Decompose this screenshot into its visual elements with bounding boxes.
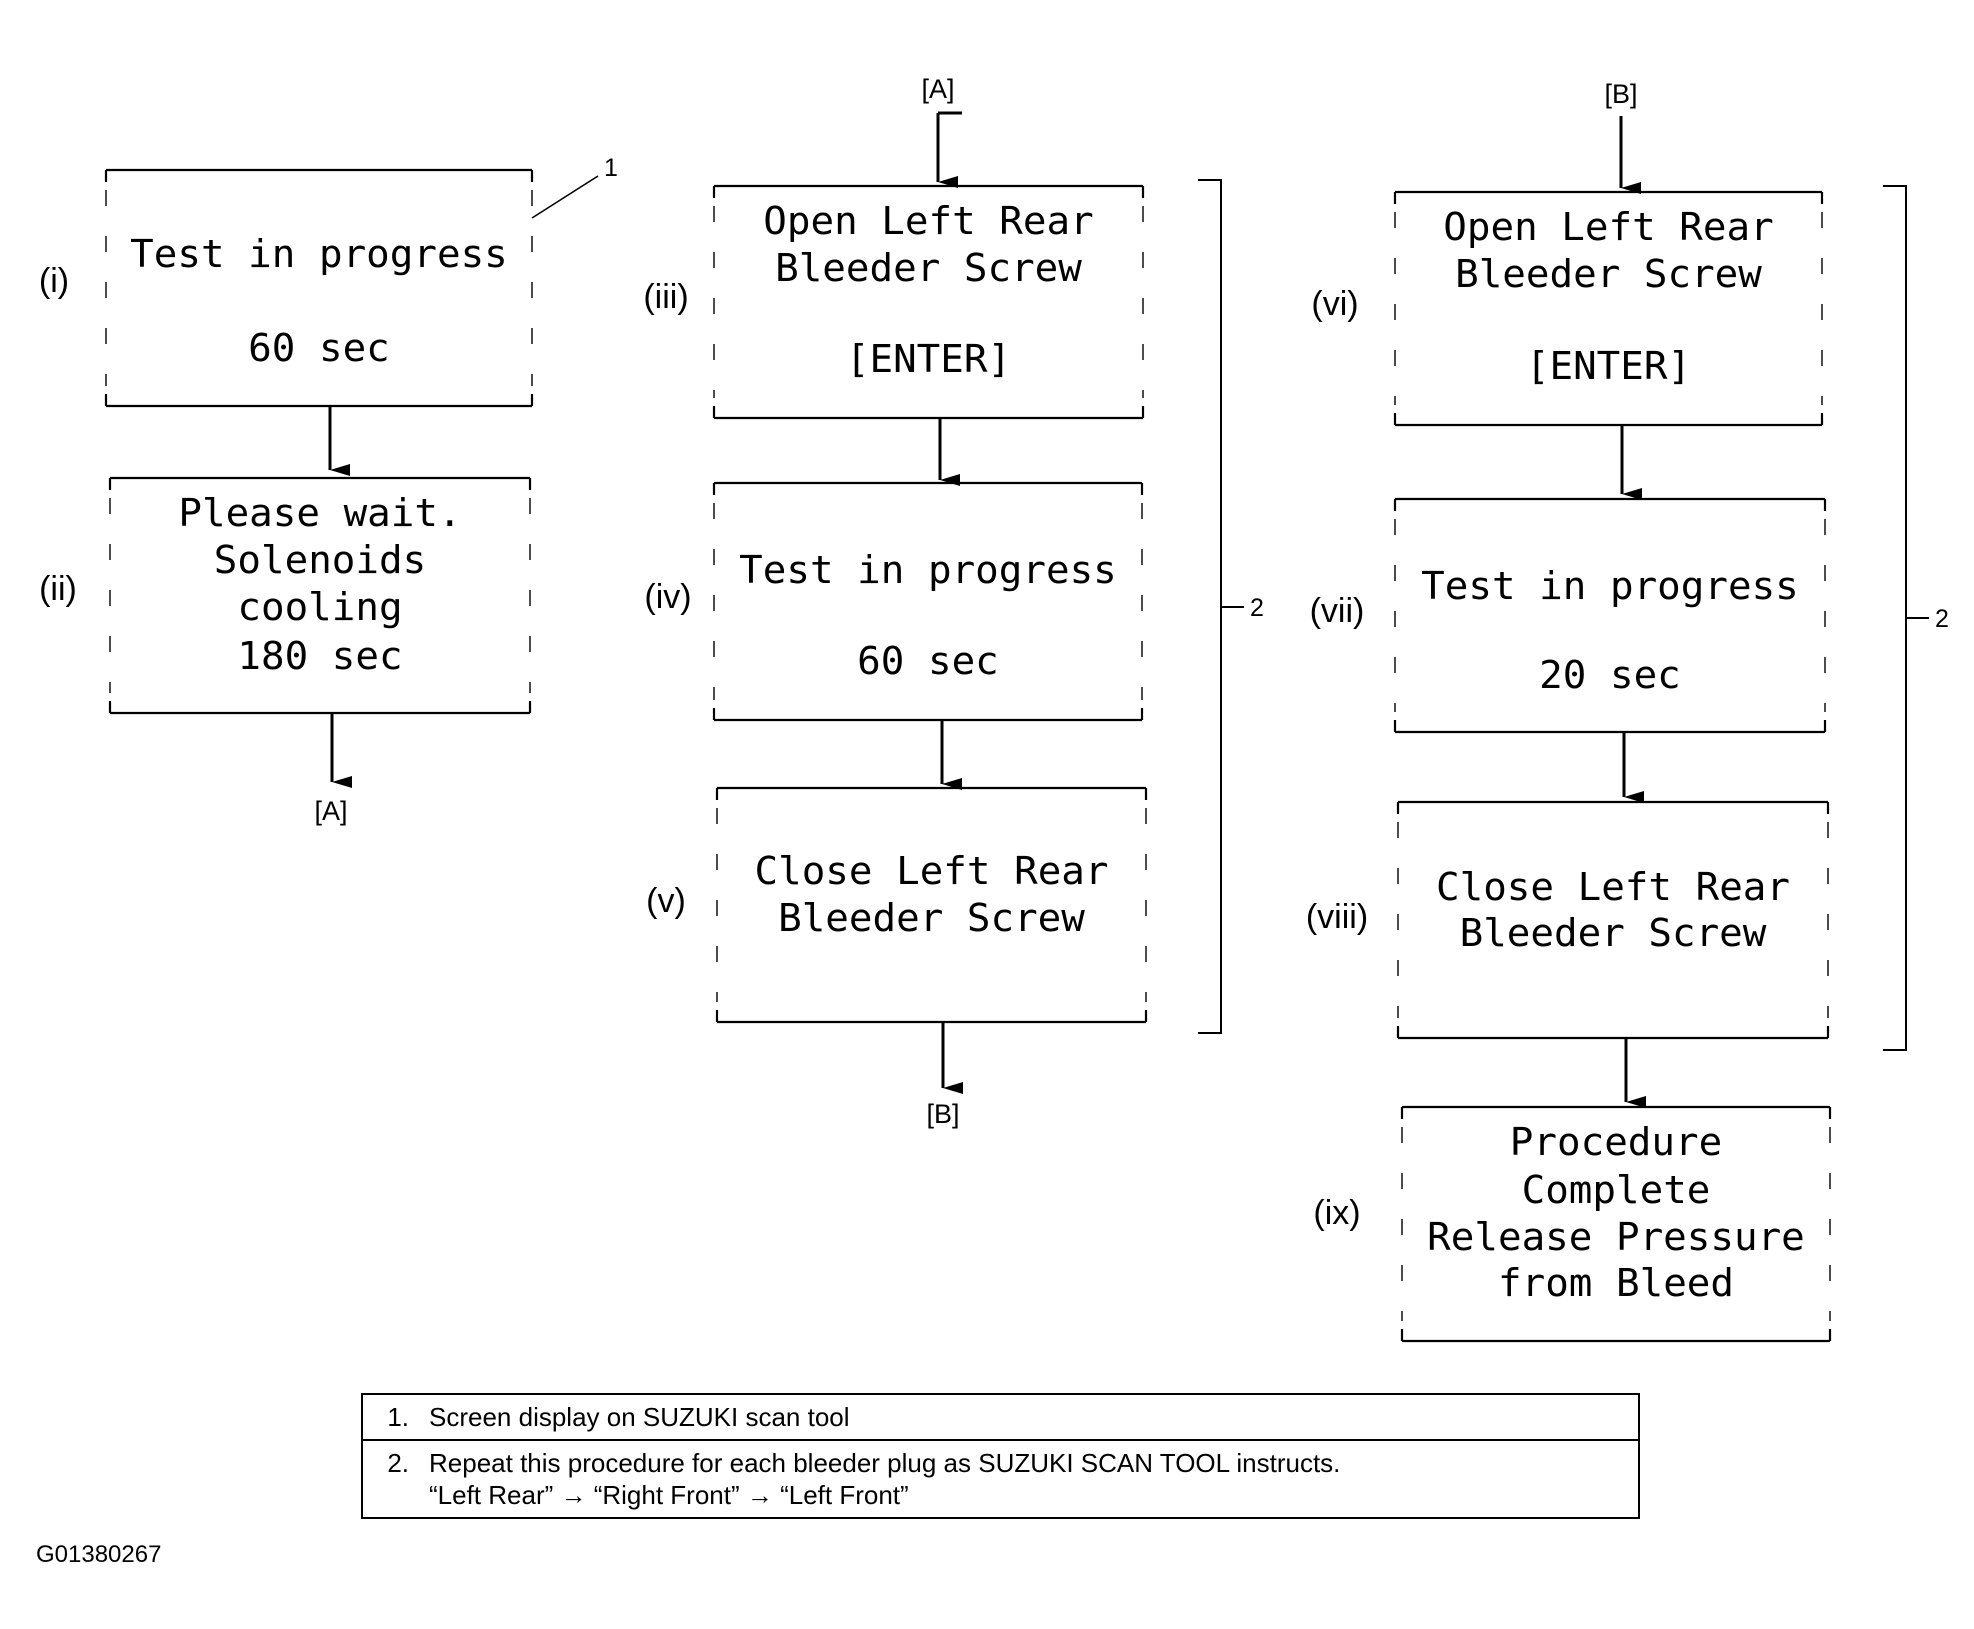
screen-text-line: Complete [1522, 1168, 1711, 1212]
connector-b-bottom: [B] [926, 1099, 959, 1129]
legend-number: 2. [361, 1439, 415, 1519]
legend-text: Repeat this procedure for each bleeder p… [415, 1439, 1640, 1519]
legend-text-line: Repeat this procedure for each bleeder p… [429, 1448, 1341, 1478]
screen-text-line: Open Left Rear [763, 199, 1093, 243]
connector-a-top: [A] [921, 74, 954, 104]
screen-text-line: Close Left Rear [1436, 865, 1790, 909]
screen-text-line: 60 sec [248, 326, 390, 370]
legend-number: 1. [361, 1393, 415, 1441]
screen-text-line: Bleeder Screw [1455, 252, 1762, 296]
step-label: (ix) [1313, 1194, 1360, 1232]
figure-id: G01380267 [36, 1541, 162, 1568]
legend-text-line: “Left Rear” → “Right Front” → “Left Fron… [429, 1480, 909, 1510]
screen-text-line: 60 sec [857, 639, 999, 683]
screen-text-line: [ENTER] [1526, 344, 1691, 388]
legend-table: 1. Screen display on SUZUKI scan tool 2.… [361, 1393, 1640, 1519]
callout-2-number-b: 2 [1935, 605, 1949, 633]
legend-row: 2. Repeat this procedure for each bleede… [361, 1439, 1640, 1519]
step-label: (v) [646, 882, 686, 920]
legend-row: 1. Screen display on SUZUKI scan tool [361, 1393, 1640, 1441]
repeat-brackets [1198, 179, 1929, 1051]
screen-text-line: Open Left Rear [1443, 205, 1773, 249]
screen-text-line: Bleeder Screw [775, 246, 1082, 290]
step-labels: (i) (ii) (iii) (iv) (v) (vi) (vii) (viii) (ix) [39, 262, 1368, 1232]
screen-text-line: Test in progress [1421, 564, 1799, 608]
step-label: (ii) [39, 570, 77, 608]
step-label: (iii) [643, 278, 688, 316]
screen-text-line: Please wait. [178, 491, 461, 535]
screen-text-line: [ENTER] [846, 337, 1011, 381]
callout-2-number-a: 2 [1250, 594, 1264, 622]
screen-text-line: Solenoids [214, 538, 426, 582]
screen-box: Test in progress 60 sec [104, 168, 534, 408]
step-label: (vii) [1310, 592, 1365, 630]
bracket-column-2 [1198, 179, 1222, 1034]
screen-text-line: from Bleed [1498, 1261, 1734, 1305]
bracket-column-3 [1883, 185, 1907, 1051]
screen-text-line: Close Left Rear [755, 849, 1109, 893]
step-label: (iv) [644, 578, 691, 616]
callout-1-number: 1 [604, 154, 618, 182]
screen-text-line: Test in progress [739, 548, 1117, 592]
step-label: (viii) [1306, 898, 1368, 936]
screen-text-line: Procedure [1510, 1120, 1722, 1164]
screen-text-line: Test in progress [130, 232, 508, 276]
screen-text-line: Bleeder Screw [1460, 911, 1767, 955]
screen-text-line: Release Pressure [1427, 1215, 1805, 1259]
legend-text: Screen display on SUZUKI scan tool [415, 1393, 1640, 1441]
flow-arrows [328, 111, 1646, 1108]
callout-1-leader [531, 175, 599, 219]
connector-a-bottom: [A] [314, 796, 347, 826]
connector-b-top: [B] [1604, 79, 1637, 109]
screen-text-line: cooling [237, 585, 402, 629]
screen-box: Test in progress 60 sec [712, 481, 1144, 722]
step-label: (vi) [1311, 285, 1358, 323]
screen-text-line: Bleeder Screw [778, 896, 1085, 940]
screen-text-line: 180 sec [237, 634, 402, 678]
step-label: (i) [39, 262, 69, 300]
screen-box: Test in progress 20 sec [1393, 497, 1827, 734]
screen-text-line: 20 sec [1539, 653, 1681, 697]
